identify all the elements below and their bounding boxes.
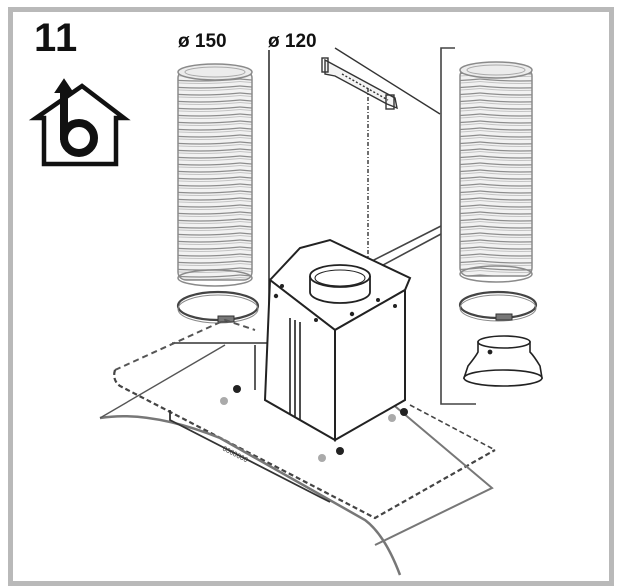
screw-holes (220, 284, 408, 462)
flexible-duct-120-right (459, 61, 533, 283)
diameter-120-label: ø 120 (268, 31, 317, 52)
housing-collar (309, 264, 371, 304)
step-number: 11 (34, 16, 79, 60)
glass-canopy: 0000000 (99, 318, 496, 576)
wall-bracket (321, 47, 441, 268)
flexible-duct-150-left (177, 63, 253, 287)
house-with-upward-arrow-icon (28, 78, 131, 167)
hose-clamp-right (458, 290, 538, 322)
diameter-150-label: ø 150 (178, 31, 227, 52)
hose-clamp-left (176, 290, 260, 324)
svg-text:0000000: 0000000 (221, 446, 249, 465)
reducer-150-120 (462, 335, 543, 387)
